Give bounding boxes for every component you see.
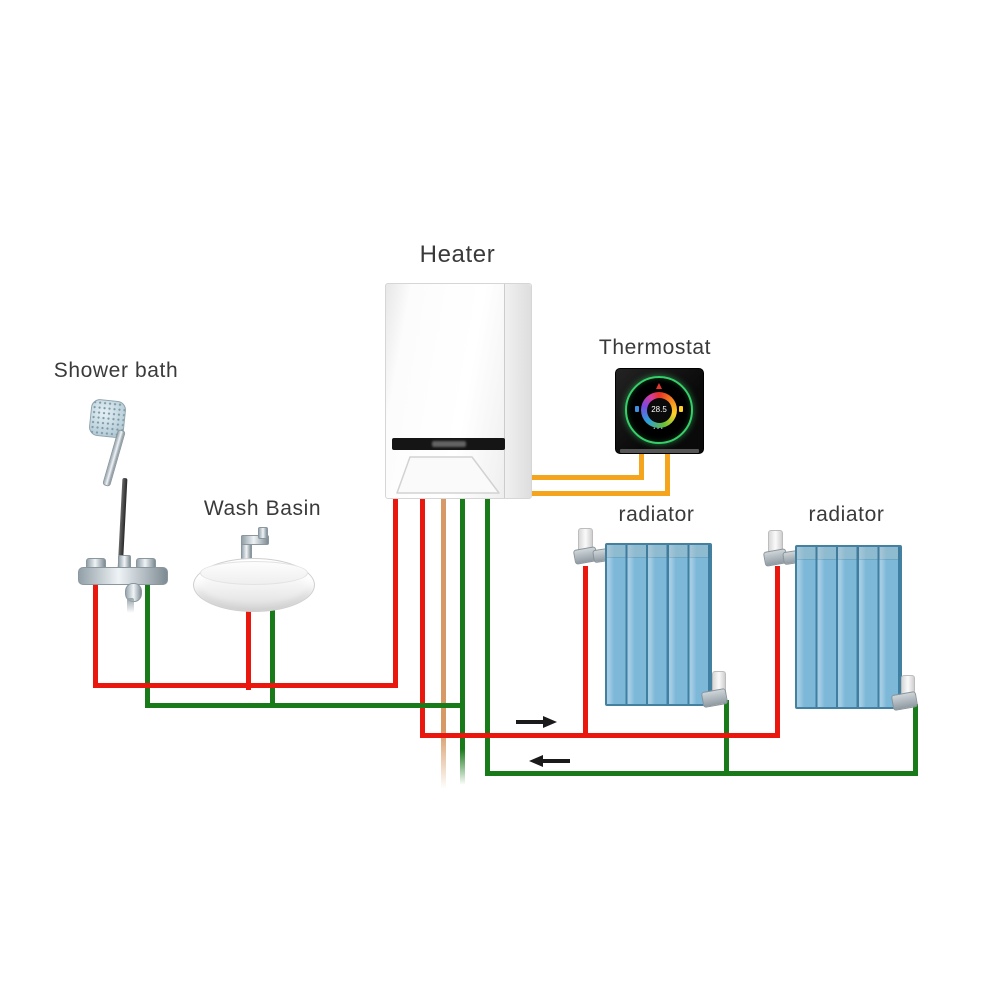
shower-spout <box>127 598 134 613</box>
pipe-cold-supply-tail <box>460 705 465 785</box>
pipe-return-radiator-1 <box>724 700 729 776</box>
radiator-2 <box>795 545 902 709</box>
thermostat-dial-center <box>646 397 672 423</box>
pipe-hot-radiator-main <box>420 733 780 738</box>
thermostat-label: Thermostat <box>598 336 712 359</box>
shower-mixer-bar <box>78 567 168 585</box>
flame-icon <box>656 383 662 389</box>
radiator-2-label: radiator <box>808 503 885 526</box>
pipe-return-basin <box>270 602 275 708</box>
thermostat-temperature-value: 28.5 <box>651 405 667 414</box>
thermostat-screen: 28.5 ••• <box>625 376 693 444</box>
thermostat-plus-icon <box>679 406 683 412</box>
shower-bath-label: Shower bath <box>53 359 179 382</box>
basin-tap-lever <box>258 527 268 539</box>
pipe-hot-basin <box>246 600 251 690</box>
heater-display-band <box>392 438 505 450</box>
pipe-return-radiator-2 <box>913 704 918 776</box>
thermostat-minus-icon <box>635 406 639 412</box>
flow-arrow-left-icon <box>529 755 570 767</box>
heater-logo <box>431 441 466 447</box>
wash-basin-bowl <box>193 558 315 612</box>
radiator-1-label: radiator <box>618 503 695 526</box>
pipe-hot-heater-left <box>393 497 398 688</box>
pipe-return-shower <box>145 585 150 708</box>
basin-tap-spout <box>241 535 269 545</box>
radiator-1 <box>605 543 712 706</box>
wash-basin-rim <box>200 561 308 585</box>
flow-arrow-right-icon <box>516 716 557 728</box>
thermostat-wire-1-vertical <box>639 452 644 480</box>
thermostat-base <box>620 449 699 453</box>
heater-label: Heater <box>419 241 496 268</box>
heater-bottom-panel <box>396 456 500 494</box>
pipe-hot-radiator-2 <box>775 566 780 738</box>
thermostat-wire-2-vertical <box>665 452 670 496</box>
pipe-return-radiator-main <box>485 771 918 776</box>
thermostat-wire-1-horizontal <box>526 475 644 480</box>
pipe-hot-radiator-1 <box>583 566 588 738</box>
wash-basin-label: Wash Basin <box>203 497 322 520</box>
thermostat-device: 28.5 ••• <box>615 368 704 454</box>
pipe-return-heater-left <box>460 497 465 708</box>
heater-boiler <box>385 283 532 499</box>
pipe-hot-bath-main <box>93 683 398 688</box>
heater-side-panel <box>504 284 531 498</box>
thermostat-wire-2-horizontal <box>506 491 670 496</box>
pipe-hot-shower <box>93 585 98 688</box>
thermostat-status-icons: ••• <box>653 426 665 432</box>
pipe-return-bath-main <box>145 703 465 708</box>
pipe-return-heater-radiators <box>485 497 490 776</box>
pipe-gas-supply <box>441 497 446 789</box>
pipe-hot-heater-radiators <box>420 497 425 738</box>
